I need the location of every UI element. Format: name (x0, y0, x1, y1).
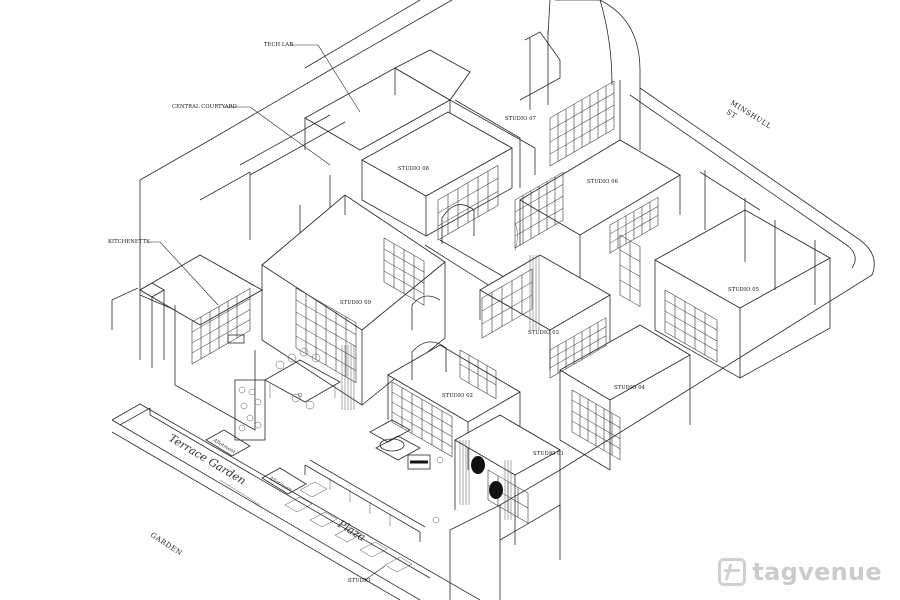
studio-09-room (261, 194, 446, 406)
studio-01-label: STUDIO 01 (533, 451, 564, 457)
central-courtyard-label: CENTRAL COURTYARD (172, 104, 237, 110)
studio-06-area (519, 80, 681, 280)
curtains (341, 221, 540, 520)
studio-09-label: STUDIO 09 (340, 300, 371, 306)
studio-05-room (654, 170, 831, 379)
tech-lab-label: TECH LAB (264, 42, 293, 48)
kitchenette-area (139, 254, 263, 431)
studio-06-label: STUDIO 06 (587, 179, 618, 185)
kitchenette-label: KITCHENETTE (108, 239, 150, 245)
central-corridor (199, 114, 531, 306)
studio-partial-label: STUDIO (348, 578, 370, 584)
log-pile (234, 379, 266, 441)
street-garden: GARDEN (149, 531, 184, 558)
furniture (234, 347, 503, 573)
studio-04-room (559, 324, 691, 471)
ground-text: Terrace Garden Plaza Allotment Allotment (166, 429, 368, 544)
tagvenue-logo-icon (718, 558, 747, 586)
studio-08-label: STUDIO 08 (398, 166, 429, 172)
studio-bottom-room (449, 504, 561, 600)
planter-grid (284, 481, 413, 573)
terrace-ground (119, 407, 431, 579)
studio-03-label: STUDIO 03 (528, 330, 559, 336)
room-labels: TECH LAB CENTRAL COURTYARD KITCHENETTE S… (108, 42, 759, 584)
arched-doors (411, 204, 475, 380)
building-shell (111, 0, 875, 600)
studio-02-label: STUDIO 02 (442, 393, 473, 399)
studio-02-room (387, 344, 521, 470)
studio-01-room (454, 414, 561, 545)
watermark-text: tagvenue (752, 558, 882, 586)
studio-07-label: STUDIO 07 (505, 116, 536, 122)
studio-04-label: STUDIO 04 (614, 385, 646, 391)
studio-05-label: STUDIO 05 (728, 287, 759, 293)
leader-lines (147, 44, 386, 581)
tagvenue-watermark: tagvenue (718, 558, 882, 586)
upper-block (304, 30, 561, 237)
allotment-sign-1: Allotment (205, 429, 251, 457)
allotment-sign-2: Allotment (261, 467, 307, 495)
